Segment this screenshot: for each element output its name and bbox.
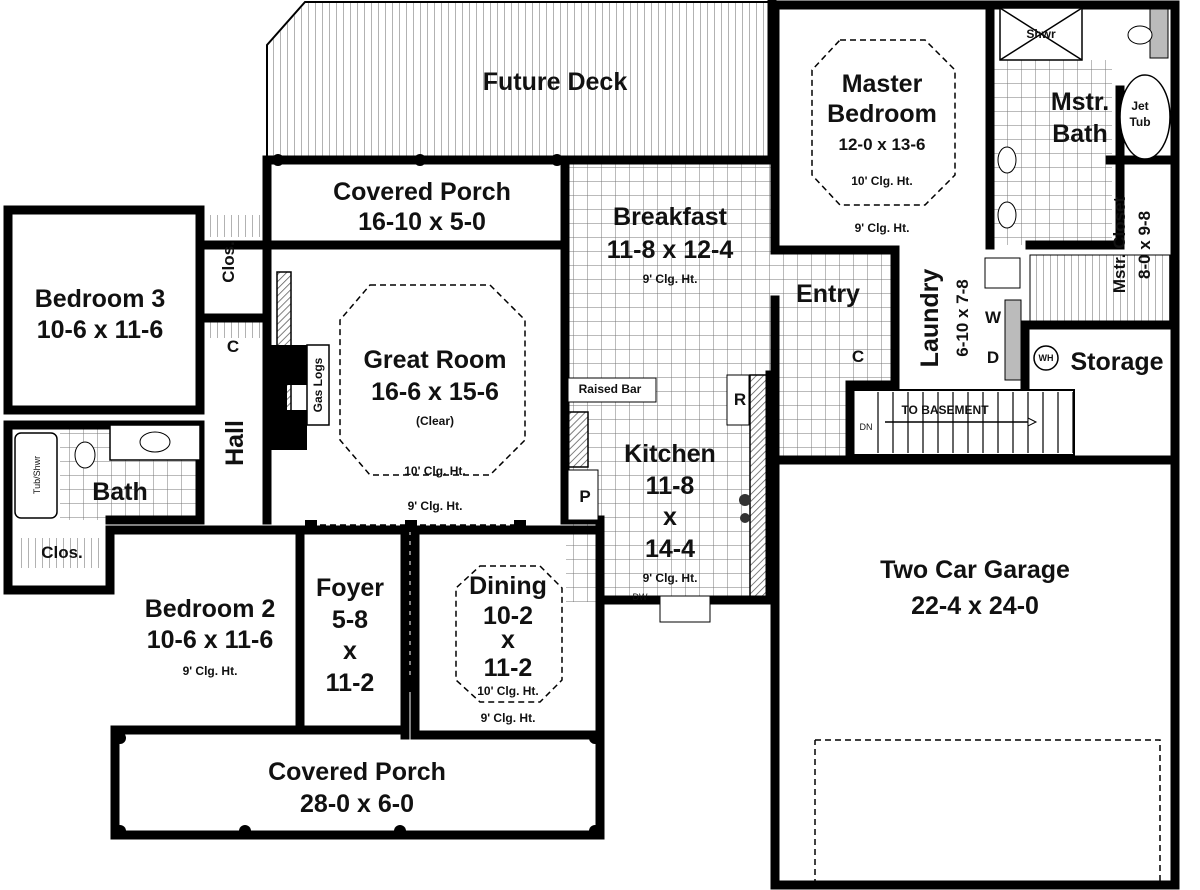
closet-label-bedroom-3: Clos. <box>219 241 238 283</box>
car-parking-outline <box>814 739 1161 885</box>
shower-label: Shwr <box>1026 27 1056 41</box>
room-size-great-room: 16-6 x 15-6 <box>371 378 499 406</box>
room-size-covered-porch-top: 16-10 x 5-0 <box>358 208 486 236</box>
room-label-bedroom-3: Bedroom 3 <box>35 285 166 313</box>
dryer-label: D <box>987 348 999 367</box>
room-label-bath: Bath <box>92 478 148 506</box>
room-size-dining-1: 10-2 <box>483 602 533 630</box>
room-label-dining: Dining <box>469 572 547 600</box>
room-label-kitchen: Kitchen <box>624 440 716 468</box>
washer-label: W <box>985 308 1002 327</box>
stairs-down-label: DN <box>860 422 873 432</box>
great-room-ceiling-outline <box>339 284 526 476</box>
dining-ceiling-outline <box>455 565 563 703</box>
room-size-dining-2: 11-2 <box>484 654 533 682</box>
refrigerator-label: R <box>734 390 746 409</box>
stairs-label: TO BASEMENT <box>901 403 989 417</box>
raised-bar-label: Raised Bar <box>579 382 642 396</box>
room-label-laundry: Laundry <box>916 269 944 368</box>
closet-label-bath: Clos. <box>41 543 83 562</box>
room-size-breakfast: 11-8 x 12-4 <box>607 236 734 264</box>
columns <box>114 154 601 837</box>
room-size-dining-x: x <box>501 626 515 654</box>
room-size-foyer-x: x <box>343 637 357 665</box>
room-label-breakfast: Breakfast <box>613 203 728 231</box>
room-size-master: 12-0 x 13-6 <box>839 135 926 154</box>
ceiling-master-2: 9' Clg. Ht. <box>855 221 910 235</box>
ceiling-bedroom-2: 9' Clg. Ht. <box>183 664 238 678</box>
ceiling-master: 10' Clg. Ht. <box>851 174 913 188</box>
ceiling-dining-2: 9' Clg. Ht. <box>481 711 536 725</box>
room-size-covered-porch-bottom: 28-0 x 6-0 <box>300 790 414 818</box>
pantry-label: P <box>579 487 590 506</box>
room-label-entry: Entry <box>796 280 860 308</box>
room-size-bedroom-2: 10-6 x 11-6 <box>147 626 274 654</box>
room-size-garage: 22-4 x 24-0 <box>911 592 1039 620</box>
tub-shower-label: Tub/Shwr <box>32 456 42 494</box>
room-label-covered-porch-top: Covered Porch <box>333 178 511 206</box>
room-size-kitchen-x: x <box>663 503 677 531</box>
room-label-storage: Storage <box>1070 348 1163 376</box>
room-label-future-deck: Future Deck <box>483 68 628 96</box>
room-label-bedroom-2: Bedroom 2 <box>145 595 276 623</box>
room-size-kitchen-1: 11-8 <box>646 472 695 500</box>
tub-label-2: Tub <box>1129 115 1150 129</box>
room-label-covered-porch-bottom: Covered Porch <box>268 758 446 786</box>
room-size-master-closet: 8-0 x 9-8 <box>1135 211 1154 279</box>
room-label-great-room: Great Room <box>363 346 506 374</box>
great-room-note: (Clear) <box>416 414 454 428</box>
room-size-kitchen-2: 14-4 <box>645 535 695 563</box>
room-label-master-2: Bedroom <box>827 100 937 128</box>
ceiling-great-room-2: 9' Clg. Ht. <box>408 499 463 513</box>
room-label-garage: Two Car Garage <box>880 556 1070 584</box>
ceiling-breakfast: 9' Clg. Ht. <box>643 272 698 286</box>
closet-c-entry: C <box>852 347 864 366</box>
room-label-master-closet: Mstr. Closet <box>1110 196 1129 293</box>
room-size-foyer-1: 5-8 <box>332 606 368 634</box>
dishwasher-label: DW <box>633 592 648 602</box>
room-label-master: Master <box>842 70 923 98</box>
stairs <box>851 389 1075 456</box>
room-size-bedroom-3: 10-6 x 11-6 <box>37 316 164 344</box>
ceiling-kitchen: 9' Clg. Ht. <box>643 571 698 585</box>
room-label-master-bath-2: Bath <box>1052 120 1108 148</box>
room-size-laundry: 6-10 x 7-8 <box>953 279 972 357</box>
master-ceiling-outline <box>811 39 956 206</box>
fixtures <box>14 7 1171 623</box>
room-size-foyer-2: 11-2 <box>326 669 375 697</box>
water-heater-label: WH <box>1039 353 1054 363</box>
tub-label: Jet <box>1131 99 1148 113</box>
walls <box>3 0 1180 890</box>
fireplace <box>267 344 330 450</box>
room-label-hall: Hall <box>221 420 249 466</box>
gas-logs-label: Gas Logs <box>311 357 325 412</box>
ceiling-great-room: 10' Clg. Ht. <box>404 464 466 478</box>
room-label-master-bath: Mstr. <box>1051 88 1109 116</box>
ceiling-dining: 10' Clg. Ht. <box>477 684 539 698</box>
closet-c-bedroom-3: C <box>227 337 239 356</box>
room-label-foyer: Foyer <box>316 574 384 602</box>
